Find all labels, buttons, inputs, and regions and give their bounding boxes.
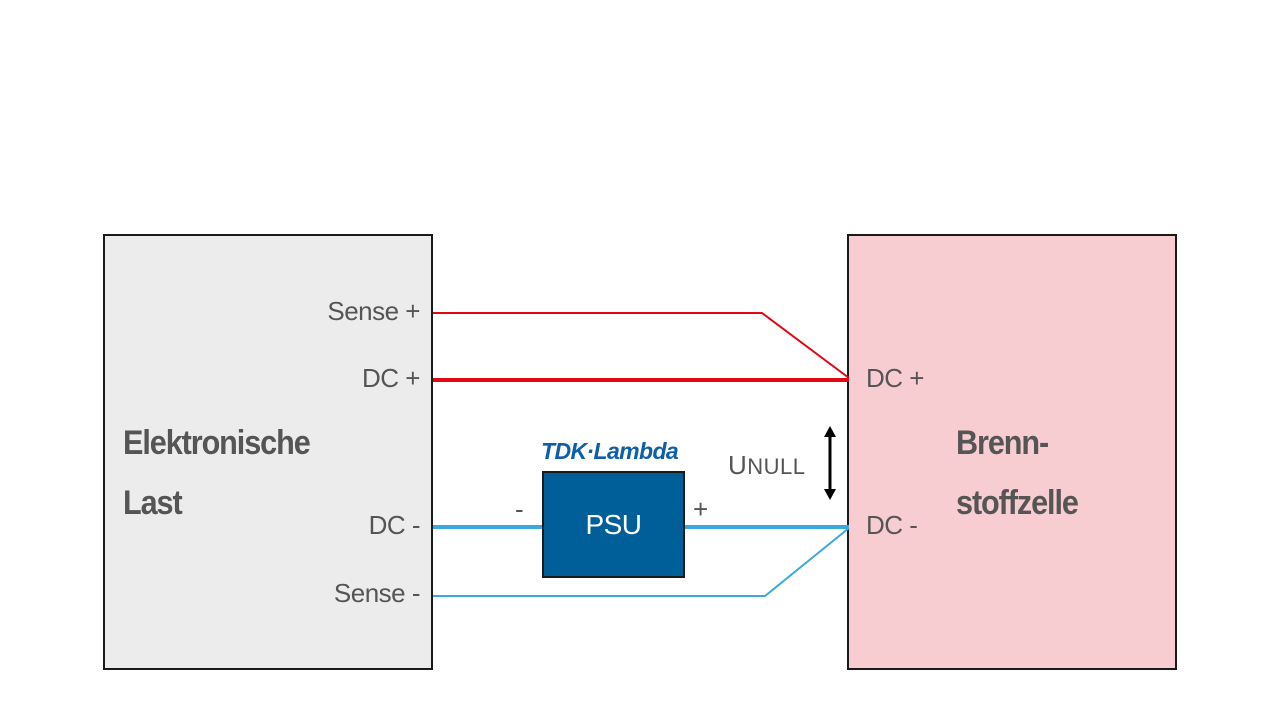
load-title-line1: Elektronische bbox=[123, 424, 311, 462]
cell-title-line1: Brenn- bbox=[956, 424, 1049, 462]
sense-plus-wire bbox=[433, 312, 850, 379]
psu-label: PSU bbox=[585, 508, 642, 540]
cell-port-dc-minus: DC - bbox=[866, 510, 918, 540]
u-null-label: UNULL bbox=[728, 450, 806, 480]
cell-title-line2: stoffzelle bbox=[956, 484, 1079, 522]
load-title-line2: Last bbox=[123, 484, 183, 522]
load-port-dc-plus: DC + bbox=[362, 363, 420, 393]
tdk-lambda-logo: TDK·Lambda bbox=[541, 438, 679, 464]
sense-minus-wire bbox=[433, 527, 850, 597]
psu-plus-terminal: + bbox=[693, 494, 709, 524]
fuel-cell-block bbox=[847, 234, 1177, 670]
voltage-arrow-icon bbox=[824, 426, 836, 500]
psu-block: PSU bbox=[542, 471, 685, 578]
cell-port-dc-plus: DC + bbox=[866, 363, 924, 393]
load-port-sense-minus: Sense - bbox=[333, 578, 421, 608]
electronic-load-block bbox=[103, 234, 433, 670]
load-port-dc-minus: DC - bbox=[368, 510, 421, 540]
psu-minus-terminal: - bbox=[515, 494, 524, 524]
load-port-sense-plus: Sense + bbox=[327, 296, 420, 326]
